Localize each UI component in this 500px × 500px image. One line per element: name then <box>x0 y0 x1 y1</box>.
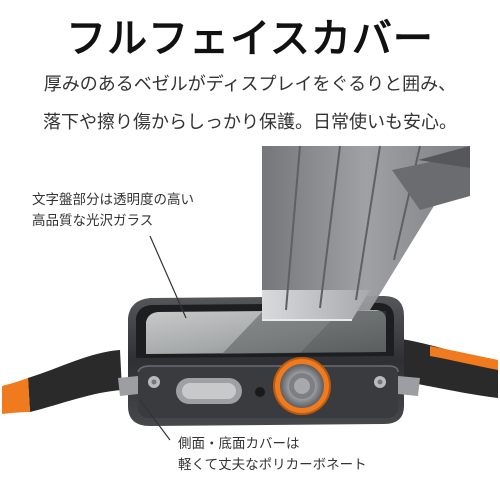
glass-callout: 文字盤部分は透明度の高い 高品質な光沢ガラス <box>32 190 194 232</box>
description-line-1: 厚みのあるベゼルがディスプレイをぐるりと囲み、 <box>43 74 457 95</box>
speaker-hole <box>255 387 265 397</box>
headline: フルフェイスカバー <box>66 16 434 62</box>
case-callout-line-1: 側面・底面カバーは <box>178 436 300 452</box>
case-leader-line <box>139 399 171 441</box>
glass-callout-line-2: 高品質な光沢ガラス <box>32 213 154 229</box>
case-callout-line-2: 軽くて丈夫なポリカーボネート <box>178 457 367 473</box>
glass-callout-line-1: 文字盤部分は透明度の高い <box>32 192 194 208</box>
left-band <box>2 350 122 414</box>
case-callout: 側面・底面カバーは 軽くて丈夫なポリカーボネート <box>178 434 367 476</box>
crown <box>273 357 331 415</box>
description-line-2: 落下や擦り傷からしっかり保護。日常使いも安心。 <box>43 112 457 133</box>
utility-blade <box>262 145 470 321</box>
glass-leader-line <box>149 235 187 319</box>
